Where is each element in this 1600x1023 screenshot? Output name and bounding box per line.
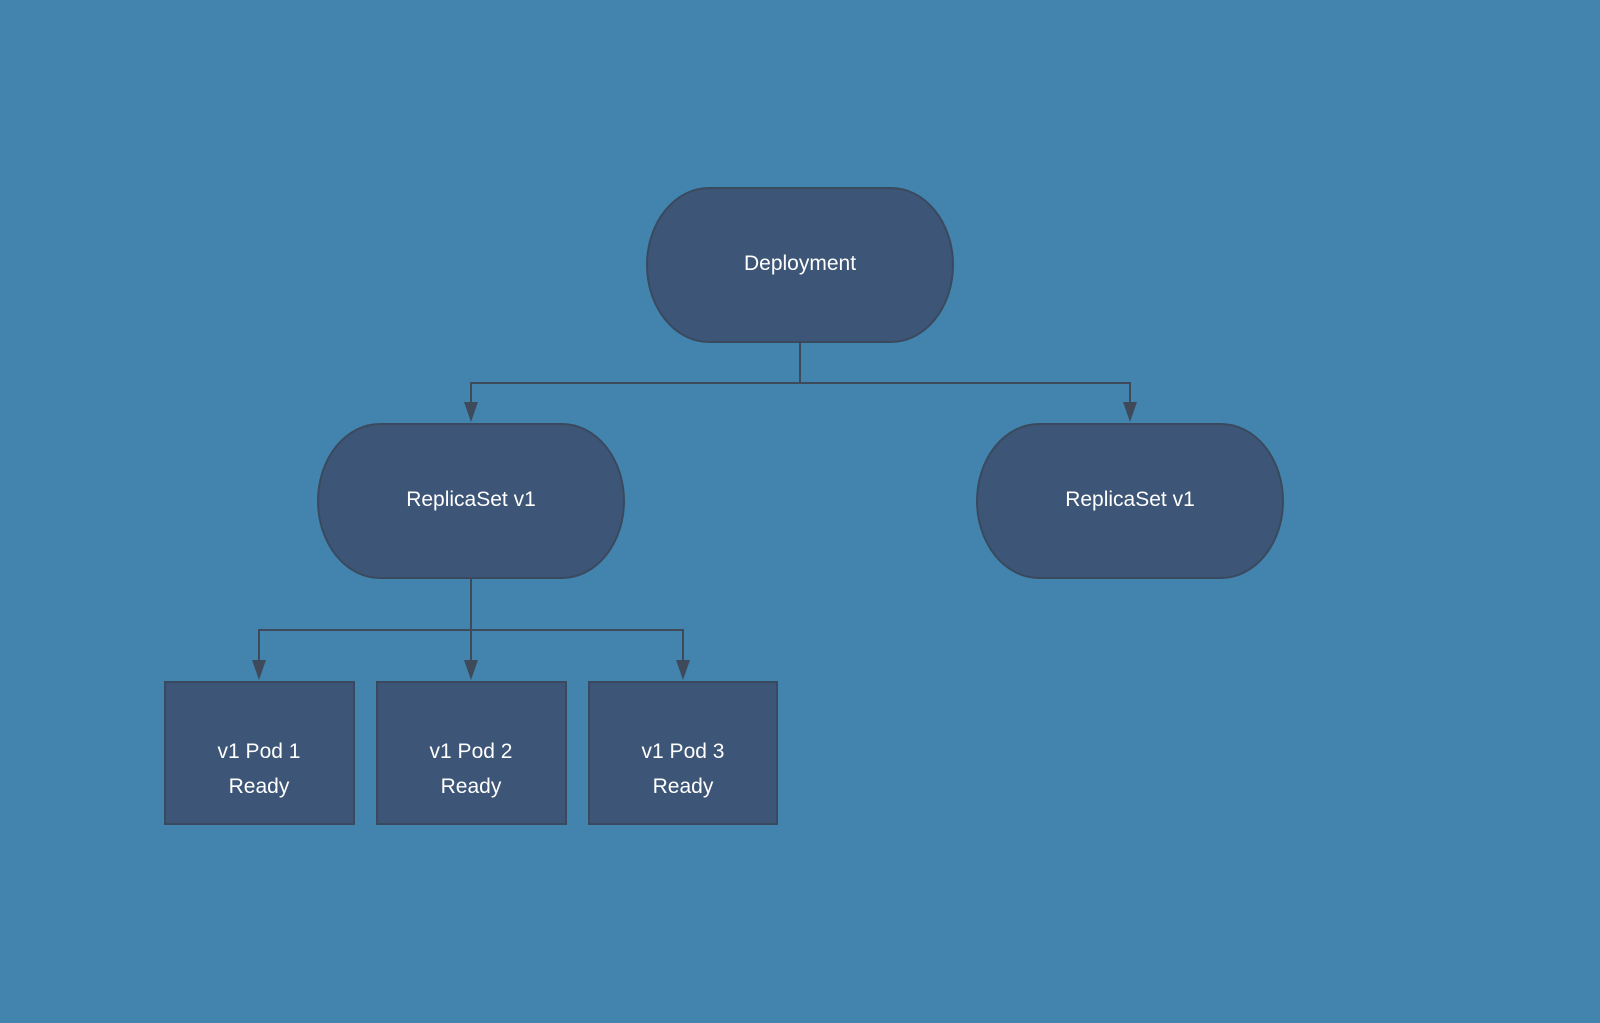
node-replicaset-right[interactable]: ReplicaSet v1 xyxy=(976,423,1284,579)
node-replicaset-left-shape xyxy=(317,423,625,579)
node-replicaset-left[interactable]: ReplicaSet v1 xyxy=(317,423,625,579)
arrowhead-pod-1 xyxy=(252,660,266,680)
node-pod-2-status: Ready xyxy=(441,775,502,798)
node-pod-1-name: v1 Pod 1 xyxy=(218,740,301,763)
node-replicaset-right-label: ReplicaSet v1 xyxy=(1065,488,1195,511)
node-replicaset-left-label: ReplicaSet v1 xyxy=(406,488,536,511)
edges-replicaset-to-pods xyxy=(252,578,690,680)
arrowhead-pod-3 xyxy=(676,660,690,680)
node-pod-1-status: Ready xyxy=(229,775,290,798)
edge-deployment-to-replicaset-left xyxy=(470,382,800,404)
node-pod-1-shape xyxy=(164,681,355,825)
node-pod-3-shape xyxy=(588,681,778,825)
arrowhead-pod-2 xyxy=(464,660,478,680)
node-pod-2-name: v1 Pod 2 xyxy=(430,740,513,763)
node-deployment[interactable]: Deployment xyxy=(646,187,954,343)
node-deployment-label: Deployment xyxy=(744,252,856,275)
node-pod-3-status: Ready xyxy=(653,775,714,798)
node-replicaset-right-shape xyxy=(976,423,1284,579)
node-pod-2[interactable]: v1 Pod 2 Ready xyxy=(376,681,567,825)
node-deployment-shape xyxy=(646,187,954,343)
edge-replicaset-to-pod-3 xyxy=(471,629,684,663)
node-pod-2-shape xyxy=(376,681,567,825)
edge-deployment-to-replicaset-right xyxy=(800,382,1131,404)
node-pod-1[interactable]: v1 Pod 1 Ready xyxy=(164,681,355,825)
node-pod-3[interactable]: v1 Pod 3 Ready xyxy=(588,681,778,825)
edges-deployment-to-replicasets xyxy=(464,342,1137,422)
arrowhead-replicaset-right xyxy=(1123,402,1137,422)
node-pod-3-name: v1 Pod 3 xyxy=(642,740,725,763)
edge-replicaset-to-pod-1 xyxy=(258,629,471,663)
arrowhead-replicaset-left xyxy=(464,402,478,422)
